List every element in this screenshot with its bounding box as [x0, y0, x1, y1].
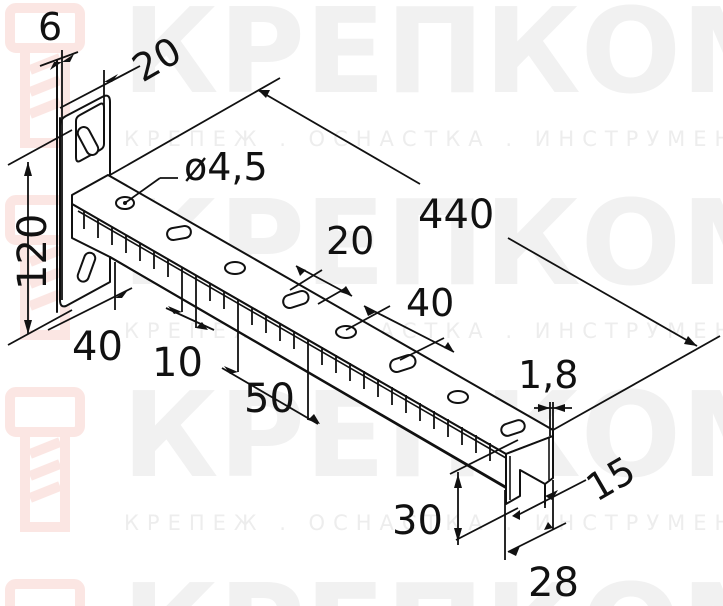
dim-major-tick-pitch: 50 [244, 376, 295, 422]
round-hole [447, 390, 469, 404]
bracket-drawing [56, 59, 554, 505]
dim-length: 440 [418, 192, 494, 238]
dim-slot-pitch: 40 [406, 281, 454, 325]
profile-end [505, 435, 554, 505]
dimension-labels: 6 20 ø4,5 440 120 20 40 40 10 50 1,8 15 … [10, 5, 643, 606]
round-hole [335, 325, 357, 339]
dim-wall-height: 120 [10, 214, 56, 290]
slot-hole [389, 354, 417, 374]
dim-profile-height: 30 [392, 498, 443, 544]
bolt-icon [5, 387, 85, 532]
dim-slot-length: 20 [326, 219, 374, 263]
dim-sheet-thickness: 1,8 [518, 353, 578, 397]
slot-hole [500, 419, 526, 437]
bolt-icon [5, 579, 85, 606]
wall-slot [76, 251, 97, 283]
slot-hole [166, 224, 192, 242]
watermark-brand: КРЕПКОМ [122, 0, 723, 120]
ruler-ticks [83, 211, 491, 461]
dim-front-offset: 40 [72, 324, 123, 370]
watermark-brand: КРЕПКОМ [122, 558, 723, 606]
round-hole [224, 261, 246, 275]
slot-hole [282, 290, 310, 310]
dim-profile-width: 28 [528, 560, 579, 606]
wall-slot [76, 126, 100, 156]
watermark-tagline: КРЕПЕЖ . ОСНАСТКА . ИНСТРУМЕНТ [124, 511, 723, 535]
dim-tick-pitch: 10 [152, 340, 203, 386]
watermark: КРЕПКОМ КРЕПЕЖ . ОСНАСТКА . ИНСТРУМЕНТ К… [5, 0, 723, 606]
dim-hole-diameter: ø4,5 [184, 145, 268, 189]
arrowheads [24, 54, 697, 556]
perforation-holes [115, 196, 526, 437]
watermark-tagline: КРЕПЕЖ . ОСНАСТКА . ИНСТРУМЕНТ [124, 127, 723, 151]
dim-wall-thickness: 6 [38, 5, 62, 49]
